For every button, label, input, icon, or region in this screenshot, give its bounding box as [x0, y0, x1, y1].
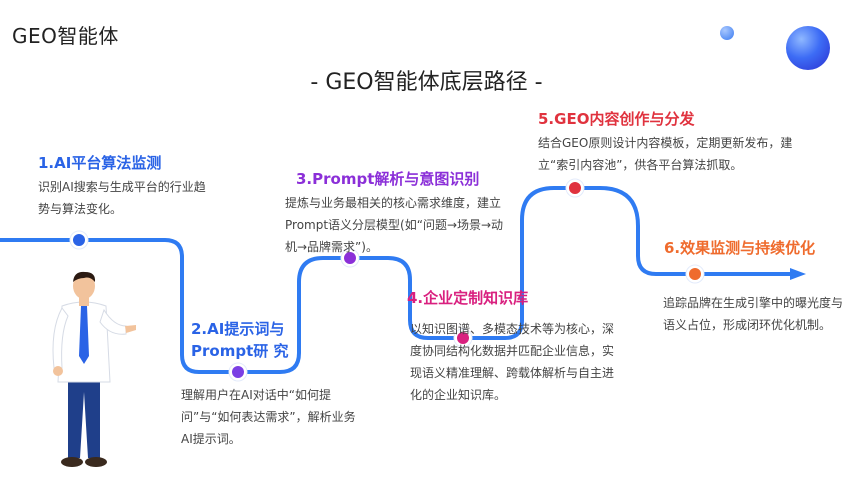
- timeline-node-5: [565, 178, 585, 198]
- step-5-title: 5.GEO内容创作与分发: [538, 110, 695, 128]
- arrow-right-icon: [790, 268, 806, 280]
- decorative-sphere-small-icon: [720, 26, 734, 40]
- timeline-node-3: [340, 248, 360, 268]
- step-2-title: 2.AI提示词与Prompt研 究: [191, 320, 289, 360]
- step-1-description: 识别AI搜索与生成平台的行业趋势与算法变化。: [38, 180, 206, 216]
- step-3-description: 提炼与业务最相关的核心需求维度，建立Prompt语义分层模型(如“问题→场景→动…: [285, 196, 504, 254]
- step-3-title: 3.Prompt解析与意图识别: [296, 170, 480, 188]
- step-5-description: 结合GEO原则设计内容模板，定期更新发布，建立“索引内容池”，供各平台算法抓取。: [538, 136, 793, 172]
- timeline-node-4: [453, 328, 473, 348]
- step-2-description: 理解用户在AI对话中“如何提问”与“如何表达需求”，解析业务AI提示词。: [181, 388, 356, 446]
- timeline-node-6: [685, 264, 705, 284]
- brand-title: GEO智能体: [12, 24, 119, 48]
- step-4-title: 4.企业定制知识库: [407, 289, 529, 307]
- page-title: - GEO智能体底层路径 -: [310, 70, 543, 95]
- step-1-title: 1.AI平台算法监测: [38, 154, 162, 172]
- timeline-node-1: [69, 230, 89, 250]
- businessman-pointing-icon: [52, 271, 136, 467]
- step-6-title: 6.效果监测与持续优化: [664, 239, 816, 257]
- step-6-description: 追踪品牌在生成引擎中的曝光度与语义占位，形成闭环优化机制。: [663, 296, 844, 332]
- timeline-node-2: [228, 362, 248, 382]
- step-4-description: 以知识图谱、多模态技术等为核心，深度协同结构化数据并匹配企业信息，实现语义精准理…: [410, 322, 615, 402]
- decorative-sphere-large-icon: [786, 26, 830, 70]
